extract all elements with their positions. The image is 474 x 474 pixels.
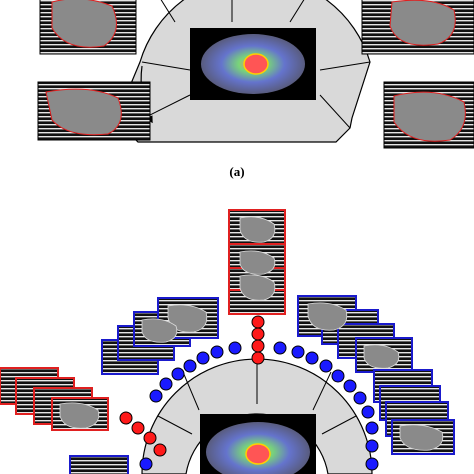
seed-row-left-red bbox=[119, 411, 167, 457]
projection-stack-left bbox=[0, 367, 109, 431]
seed-column-top bbox=[251, 315, 265, 365]
projection-thumb-a-4 bbox=[383, 81, 474, 149]
projection-thumb-a-1 bbox=[39, 0, 137, 55]
projection-stack-upper-right bbox=[297, 295, 413, 373]
seed-arc-left-blue bbox=[139, 341, 242, 471]
projection-thumb-a-2 bbox=[361, 0, 474, 55]
projection-stack-right bbox=[373, 369, 455, 455]
projection-stack-upper-left bbox=[101, 297, 219, 375]
projection-stack-top bbox=[228, 209, 286, 315]
gantry-spokes-a bbox=[123, 0, 371, 129]
gantry-spokes-b bbox=[157, 360, 357, 435]
ct-target-b bbox=[245, 443, 271, 465]
panel-a-label: (a) bbox=[229, 164, 245, 179]
projection-thumb-a-3 bbox=[37, 81, 151, 141]
projection-stack-bottom-left bbox=[69, 455, 129, 474]
seed-arc-right-blue bbox=[273, 341, 379, 471]
panel-b bbox=[0, 209, 455, 474]
panel-a bbox=[37, 0, 474, 149]
ct-target-a bbox=[243, 53, 269, 75]
